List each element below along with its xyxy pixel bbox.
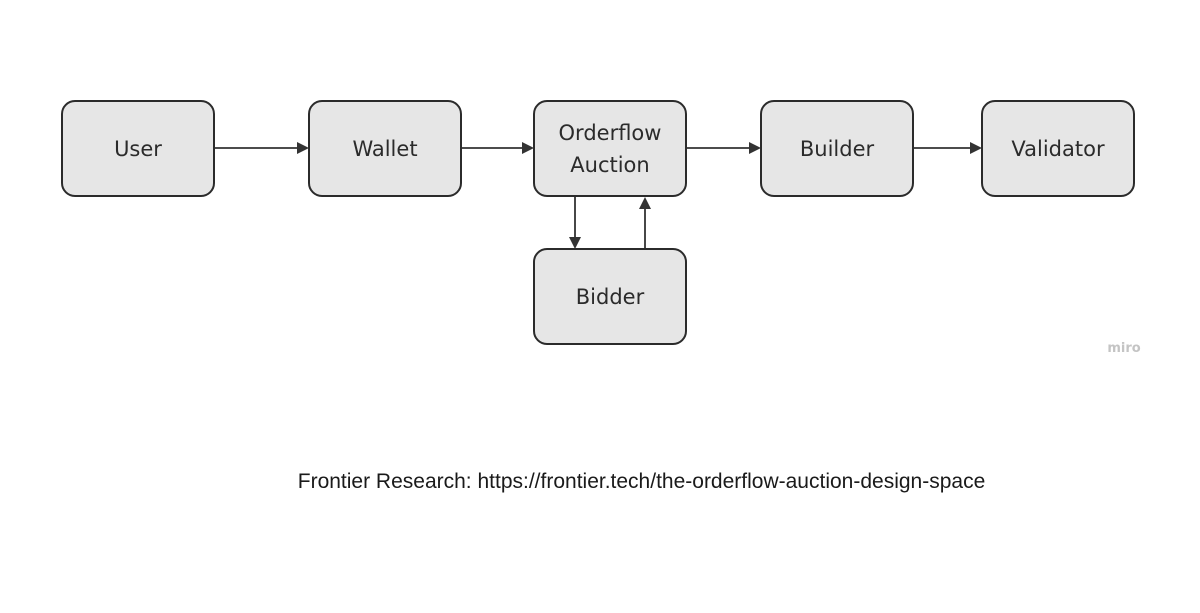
node-validator-label: Validator (1011, 137, 1105, 161)
node-bidder: Bidder (533, 248, 687, 345)
edge-bidder-to-orderflow-auction (639, 197, 651, 248)
node-bidder-label: Bidder (576, 285, 645, 309)
node-wallet-label: Wallet (352, 137, 417, 161)
node-orderflow-auction-label-line2: Auction (570, 153, 649, 177)
edge-orderflow-auction-to-bidder (569, 197, 581, 249)
node-builder: Builder (760, 100, 914, 197)
node-orderflow-auction-label-line1: Orderflow (559, 121, 662, 145)
edge-user-to-wallet (215, 142, 309, 154)
node-wallet: Wallet (308, 100, 462, 197)
node-user: User (61, 100, 215, 197)
node-user-label: User (114, 137, 162, 161)
edge-builder-to-validator (914, 142, 982, 154)
miro-watermark: miro (1107, 341, 1140, 356)
caption: Frontier Research: https://frontier.tech… (297, 470, 986, 493)
node-orderflow-auction: Orderflow Auction (533, 100, 687, 197)
edge-wallet-to-orderflow-auction (462, 142, 534, 154)
node-validator: Validator (981, 100, 1135, 197)
edge-orderflow-auction-to-builder (687, 142, 761, 154)
node-builder-label: Builder (800, 137, 875, 161)
